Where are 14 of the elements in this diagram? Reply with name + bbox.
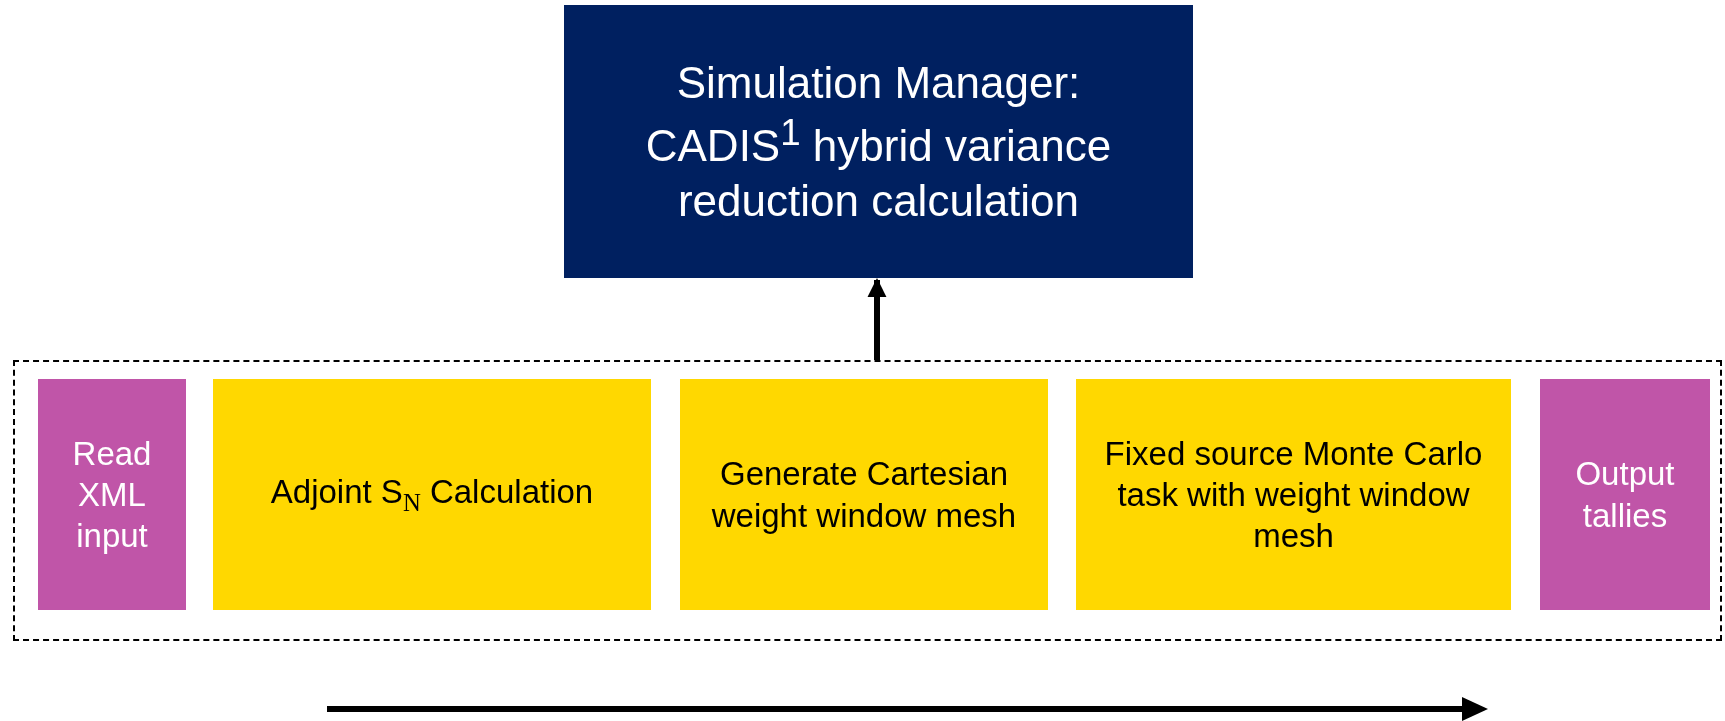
box-label: Generate Cartesian weight window mesh [710,454,1018,536]
process-box [680,379,1048,610]
box-label: Fixed source Monte Carlo task with weight window mesh [1103,433,1484,557]
box-label: Adjoint S$_{N}$ Calculation [270,471,594,518]
box-label: Output tallies [1574,454,1676,536]
dashed-group-box [13,360,1722,641]
process-box [213,379,651,610]
box-label: Read XML input [71,433,153,557]
arrow [867,278,887,360]
box-label: Simulation Manager: CADIS$^{1}$ hybrid variance reduction calculation [644,57,1113,227]
manager-box [564,5,1193,278]
process-box [1540,379,1710,610]
process-box [38,379,186,610]
process-box [1076,379,1511,610]
